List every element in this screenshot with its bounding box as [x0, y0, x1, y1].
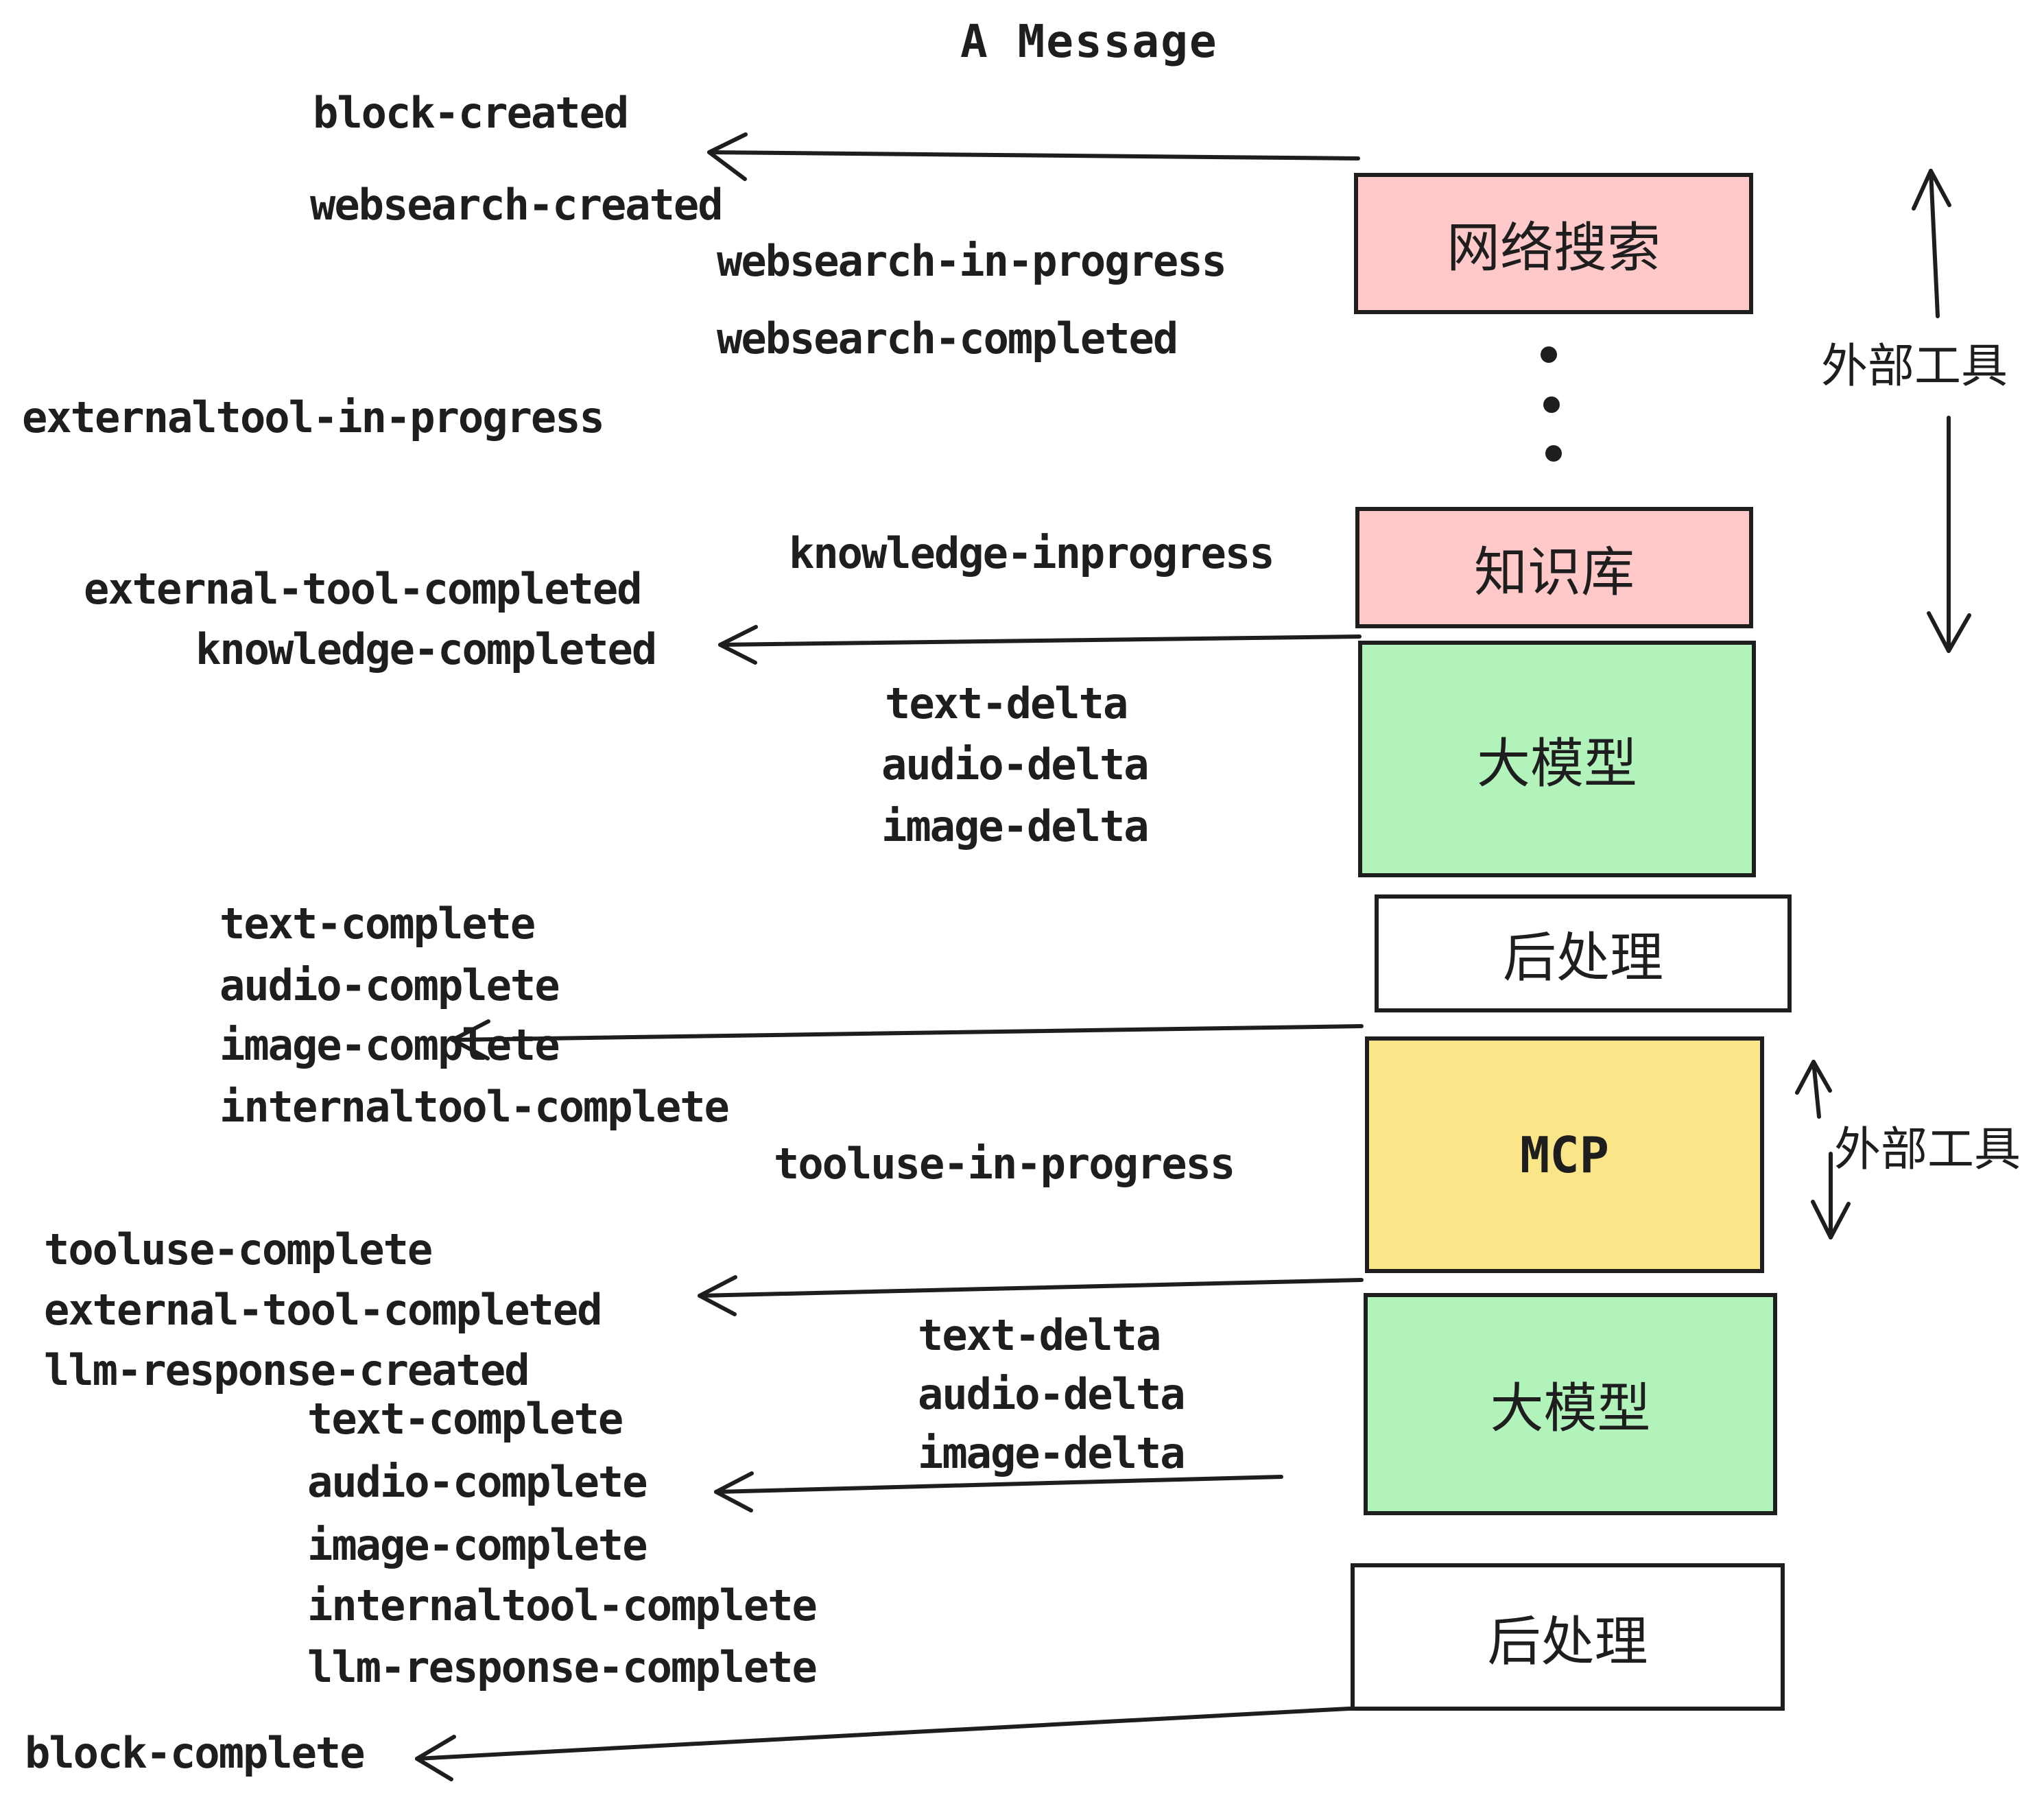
- event-image-complete-2: image-complete: [307, 1520, 648, 1570]
- mcp-external-tools-down-arrow-icon: [1811, 1152, 1851, 1239]
- event-audio-complete-2: audio-complete: [307, 1457, 648, 1507]
- event-text-delta: text-delta: [885, 678, 1128, 728]
- box-websearch-label: 网络搜索: [1446, 217, 1661, 278]
- event-llm-response-created: llm-response-created: [44, 1345, 530, 1395]
- event-block-complete: block-complete: [25, 1728, 366, 1778]
- arrow-websearch-to-block-created-icon: [707, 132, 1360, 181]
- mcp-external-tools-up-arrow-icon: [1795, 1060, 1832, 1119]
- event-externaltool-in-progress: externaltool-in-progress: [22, 392, 605, 442]
- event-image-complete: image-complete: [219, 1020, 560, 1070]
- event-websearch-created: websearch-created: [310, 180, 724, 230]
- ellipsis-dots-icon: [1541, 346, 1562, 462]
- box-postprocess-2-label: 后处理: [1487, 1611, 1648, 1672]
- box-knowledge-label: 知识库: [1473, 541, 1635, 602]
- event-websearch-completed: websearch-completed: [717, 313, 1178, 364]
- arrow-llm-to-audio-complete-icon: [714, 1471, 1283, 1512]
- external-tools-mcp-label: 外部工具: [1834, 1124, 2021, 1176]
- box-mcp-label: MCP: [1519, 1126, 1610, 1184]
- box-mcp: MCP: [1365, 1036, 1764, 1273]
- event-llm-response-complete: llm-response-complete: [307, 1642, 818, 1692]
- event-image-delta: image-delta: [881, 801, 1150, 851]
- box-llm-2-label: 大模型: [1490, 1378, 1651, 1438]
- box-llm-label: 大模型: [1476, 733, 1637, 794]
- event-image-delta-2: image-delta: [918, 1428, 1186, 1478]
- arrow-llm-to-external-tool-completed-icon: [698, 1275, 1364, 1316]
- event-text-delta-2: text-delta: [918, 1310, 1161, 1360]
- event-tooluse-complete: tooluse-complete: [44, 1224, 433, 1274]
- arrow-postprocess-to-block-complete-icon: [415, 1706, 1364, 1781]
- event-internaltool-complete: internaltool-complete: [219, 1082, 730, 1132]
- event-text-complete-2: text-complete: [307, 1394, 623, 1444]
- event-audio-delta: audio-delta: [881, 739, 1150, 790]
- event-internaltool-complete-2: internaltool-complete: [307, 1580, 818, 1630]
- box-postprocess-label: 后处理: [1502, 927, 1663, 988]
- page-title: A Message: [960, 15, 1218, 68]
- event-external-tool-completed: external-tool-completed: [84, 564, 643, 614]
- event-websearch-in-progress: websearch-in-progress: [717, 236, 1227, 286]
- external-tools-down-arrow-icon: [1927, 416, 1971, 653]
- arrow-postprocess-to-image-complete-icon: [451, 1019, 1364, 1060]
- box-llm-2: 大模型: [1364, 1293, 1777, 1515]
- box-websearch: 网络搜索: [1354, 173, 1753, 314]
- event-block-created: block-created: [313, 88, 629, 138]
- event-audio-complete: audio-complete: [219, 960, 560, 1010]
- box-knowledge: 知识库: [1355, 507, 1753, 628]
- external-tools-label: 外部工具: [1821, 340, 2008, 392]
- box-postprocess: 后处理: [1375, 894, 1792, 1012]
- event-text-complete: text-complete: [219, 899, 536, 949]
- box-llm: 大模型: [1358, 641, 1756, 877]
- arrow-knowledge-to-knowledge-completed-icon: [718, 625, 1362, 665]
- event-audio-delta-2: audio-delta: [918, 1369, 1186, 1419]
- event-external-tool-completed-2: external-tool-completed: [44, 1285, 603, 1335]
- event-knowledge-inprogress: knowledge-inprogress: [789, 528, 1275, 578]
- event-knowledge-completed: knowledge-completed: [195, 624, 657, 674]
- event-tooluse-in-progress: tooluse-in-progress: [774, 1139, 1235, 1189]
- box-postprocess-2: 后处理: [1351, 1563, 1785, 1711]
- external-tools-up-arrow-icon: [1912, 169, 1951, 318]
